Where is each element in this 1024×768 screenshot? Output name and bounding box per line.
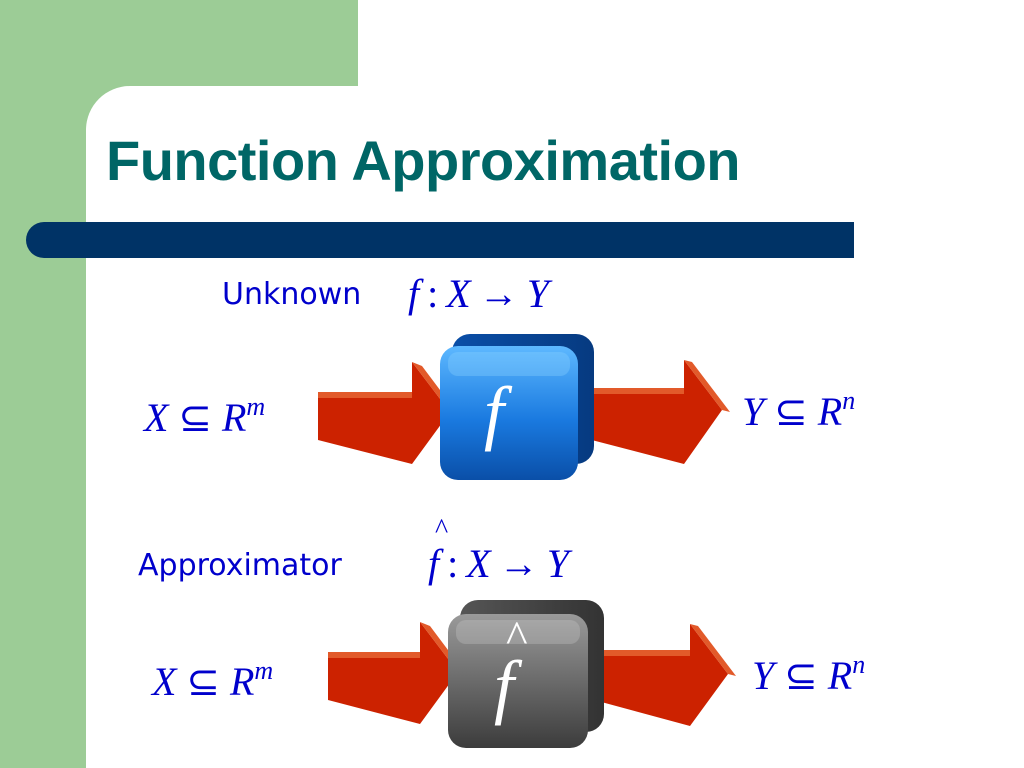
mapping-colon: : (447, 541, 459, 586)
mapping-y: Y (546, 541, 569, 586)
unknown-mapping-formula: f:X→Y (408, 270, 549, 317)
input-arrow-unknown (318, 362, 458, 464)
blue-function-box-icon (440, 334, 594, 480)
set-r: R (221, 395, 247, 440)
set-r: R (817, 389, 843, 434)
mapping-colon: : (427, 271, 439, 316)
set-exponent: n (852, 650, 866, 679)
set-exponent: n (842, 386, 856, 415)
output-arrow-approximator (594, 624, 736, 726)
set-r: R (827, 653, 853, 698)
approximator-input-set: X⊆Rm (152, 656, 274, 705)
function-box-symbol: f (484, 372, 505, 452)
unknown-label: Unknown (222, 277, 362, 312)
set-r: R (229, 659, 255, 704)
subset-symbol: ⊆ (186, 659, 220, 704)
subset-symbol: ⊆ (784, 653, 818, 698)
unknown-output-set: Y⊆Rn (742, 386, 856, 435)
mapping-x: X (466, 541, 491, 586)
gray-approximator-box-icon (448, 600, 604, 748)
mapping-y: Y (526, 271, 549, 316)
mapping-f-hat: ^f (428, 514, 448, 587)
approximator-label: Approximator (138, 548, 342, 583)
set-exponent: m (254, 656, 274, 685)
mapping-arrow: → (478, 271, 519, 316)
mapping-arrow: → (498, 541, 539, 586)
input-arrow-approximator (328, 622, 466, 724)
mapping-f: f (408, 271, 420, 316)
approximator-output-set: Y⊆Rn (752, 650, 866, 699)
box-f: f (494, 646, 515, 726)
set-y: Y (752, 653, 775, 698)
box-f-hat: ^f (494, 614, 528, 723)
subset-symbol: ⊆ (178, 395, 212, 440)
slide-title: Function Approximation (106, 129, 740, 192)
mapping-f: f (428, 541, 440, 586)
output-arrow-unknown (584, 360, 730, 464)
set-y: Y (742, 389, 765, 434)
box-hat-accent: ^ (506, 611, 528, 662)
approximator-box-symbol: ^f (494, 614, 528, 723)
set-x: X (152, 659, 177, 704)
unknown-input-set: X⊆Rm (144, 392, 266, 441)
set-exponent: m (246, 392, 266, 421)
approximator-mapping-formula: ^f:X→Y (428, 514, 569, 587)
set-x: X (144, 395, 169, 440)
title-underline-bar (26, 222, 854, 258)
mapping-x: X (446, 271, 471, 316)
subset-symbol: ⊆ (774, 389, 808, 434)
hat-accent: ^ (435, 514, 449, 545)
